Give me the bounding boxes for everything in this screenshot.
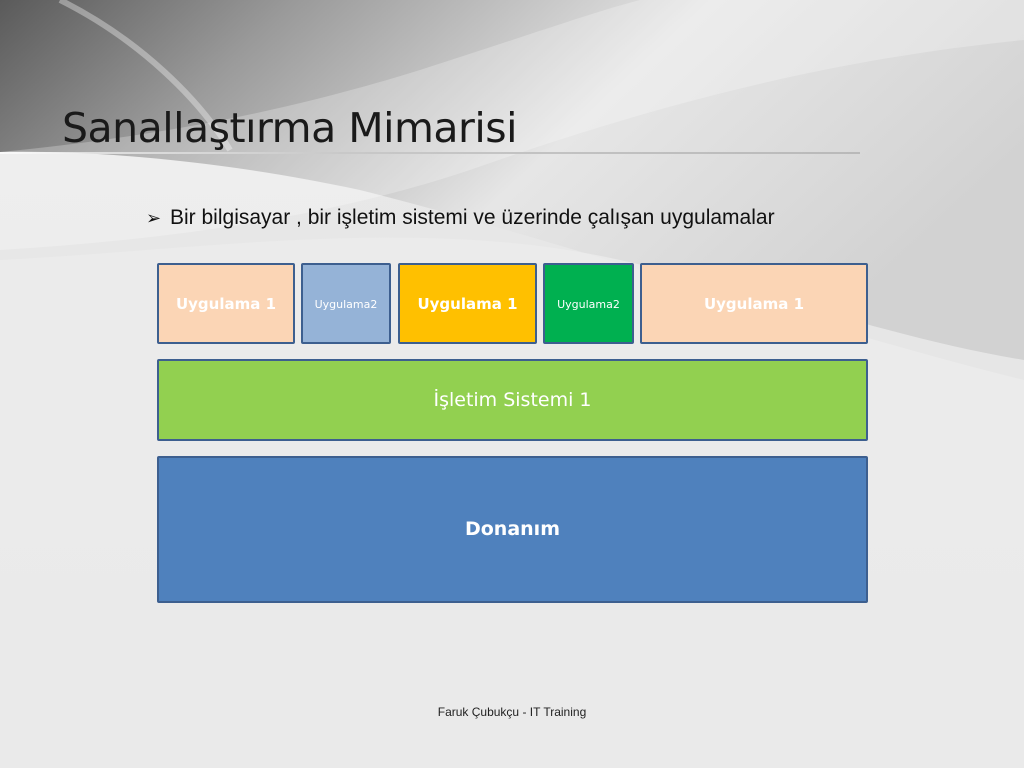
app-label: Uygulama 1 — [417, 295, 518, 313]
hardware-label: Donanım — [464, 518, 560, 540]
app-box-4: Uygulama2 — [543, 263, 634, 344]
hardware-layer-box: Donanım — [157, 456, 868, 603]
app-box-3: Uygulama 1 — [398, 263, 537, 344]
title-divider — [0, 152, 860, 154]
os-label: İşletim Sistemi 1 — [433, 389, 592, 411]
app-box-1: Uygulama 1 — [157, 263, 295, 344]
app-label: Uygulama 1 — [175, 295, 277, 313]
app-label: Uygulama2 — [314, 298, 378, 311]
os-layer-box: İşletim Sistemi 1 — [157, 359, 868, 441]
app-box-5: Uygulama 1 — [640, 263, 868, 344]
app-label: Uygulama2 — [557, 298, 620, 311]
arrow-bullet-icon: ➢ — [146, 208, 162, 228]
bullet-point: ➢ Bir bilgisayar , bir işletim sistemi ve… — [146, 206, 775, 230]
slide-title: Sanallaştırma Mimarisi — [62, 104, 518, 152]
slide-footer: Faruk Çubukçu - IT Training — [437, 705, 587, 719]
bullet-text: Bir bilgisayar , bir işletim sistemi ve … — [170, 206, 775, 229]
app-label: Uygulama 1 — [703, 295, 805, 313]
app-box-2: Uygulama2 — [301, 263, 391, 344]
